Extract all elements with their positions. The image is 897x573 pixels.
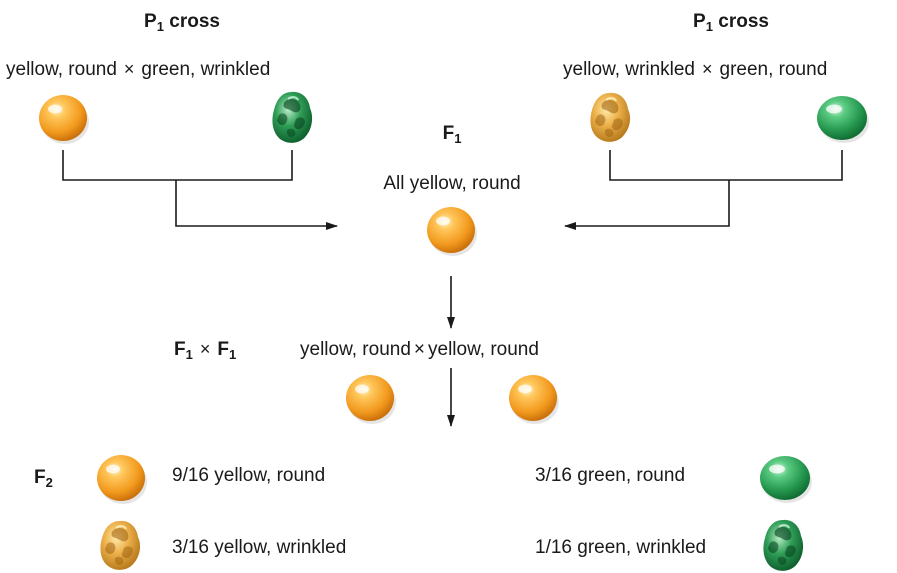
f2-class-green-round: 3/16 green, round	[535, 466, 685, 485]
right-parent-b-label: green, round	[719, 59, 828, 80]
f2-phenotype: yellow, round	[214, 465, 326, 486]
f2-class-yellow-wrinkled: 3/16 yellow, wrinkled	[172, 538, 346, 557]
f2-phenotype: green, round	[577, 465, 686, 486]
f2-label: F2	[34, 467, 53, 490]
selfcross-parent-a: yellow, round	[300, 339, 411, 360]
selfcross-parent-b: yellow, round	[428, 339, 539, 360]
right-parent-a-label: yellow, wrinkled	[563, 59, 695, 80]
right-cross-title: P1 cross	[693, 11, 769, 34]
selfcross-parents: yellow, round×yellow, round	[300, 340, 539, 359]
f2-class-yellow-round: 9/16 yellow, round	[172, 466, 325, 485]
p1-left-yellow-round-seed	[39, 95, 89, 144]
f1-result-text: All yellow, round	[383, 173, 521, 194]
left-cross-title: P1 cross	[144, 11, 220, 34]
selfcross-label: F1×F1	[174, 339, 237, 362]
selfcross-seed-b	[509, 375, 559, 424]
cross-symbol: ×	[413, 339, 426, 360]
f1-yellow-round-seed	[427, 207, 477, 256]
f2-green-round-seed	[760, 456, 812, 503]
f2-class-green-wrinkled: 1/16 green, wrinkled	[535, 538, 706, 557]
left-cross-parents: yellow, round × green, wrinkled	[6, 60, 270, 79]
p1-right-green-round-seed	[817, 96, 869, 143]
cross-symbol: ×	[123, 59, 135, 79]
f2-green-wrinkled-seed	[762, 518, 805, 572]
left-cross-bracket	[62, 150, 337, 226]
right-cross-parents: yellow, wrinkled × green, round	[563, 60, 827, 79]
cross-symbol: ×	[702, 59, 713, 79]
f2-fraction: 3/16	[172, 537, 209, 558]
f1-label: F1	[442, 123, 462, 146]
f2-fraction: 1/16	[535, 537, 572, 558]
right-cross-bracket	[565, 150, 843, 226]
p1-right-yellow-wrinkled-seed	[589, 91, 632, 143]
f2-phenotype: green, wrinkled	[577, 537, 707, 558]
p1-left-green-wrinkled-seed	[271, 90, 314, 144]
left-parent-b-label: green, wrinkled	[141, 59, 271, 80]
f2-phenotype: yellow, wrinkled	[214, 537, 347, 558]
left-parent-a-label: yellow, round	[6, 59, 117, 80]
f2-fraction: 9/16	[172, 465, 209, 486]
selfcross-seed-a	[346, 375, 396, 424]
f2-fraction: 3/16	[535, 465, 572, 486]
f2-yellow-round-seed	[97, 455, 147, 504]
f2-yellow-wrinkled-seed	[99, 519, 142, 571]
